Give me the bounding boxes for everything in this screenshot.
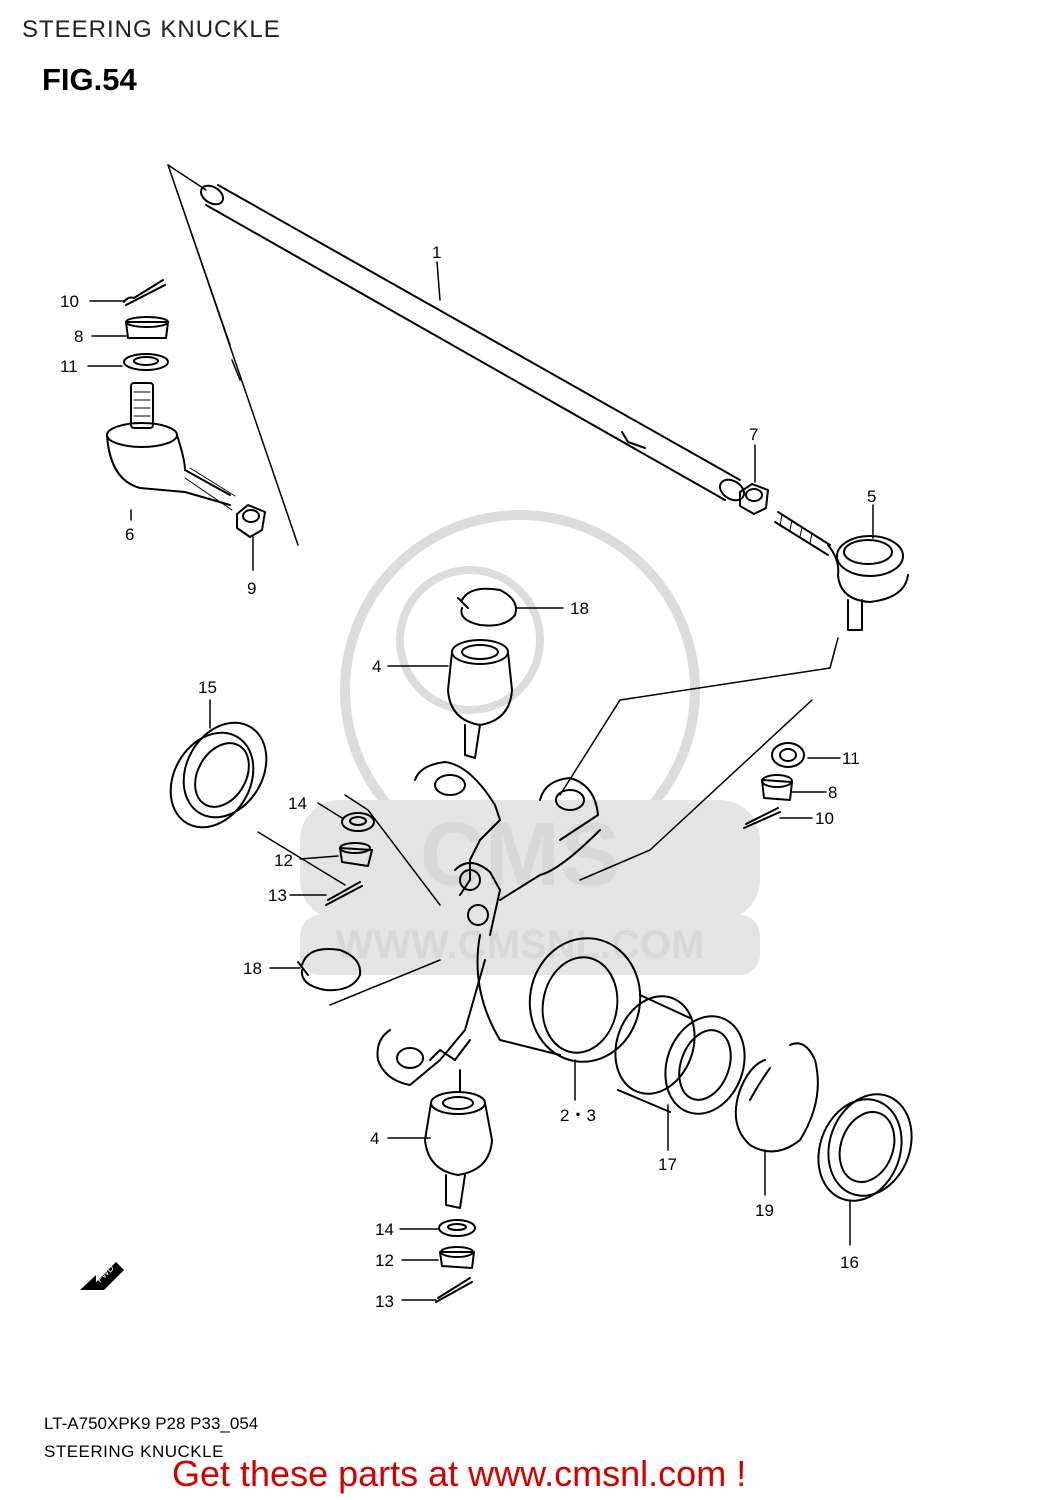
wheel-bearing-17 [614, 994, 746, 1115]
part-label: 10 [60, 292, 79, 311]
lock-nut-7 [739, 483, 769, 515]
washer-left [123, 353, 169, 371]
snap-ring-lower [297, 948, 362, 992]
watermark-logo: CMS WWW.CMSNL.COM [300, 510, 760, 975]
castle-nut-12-upper [339, 842, 373, 867]
part-label: 13 [375, 1292, 394, 1311]
part-label: 2・3 [560, 1106, 596, 1125]
cotter-pin-13-upper [325, 881, 363, 906]
tie-rod-end-right [774, 511, 909, 631]
castle-nut-8-right [761, 774, 793, 801]
part-label: 17 [658, 1155, 677, 1174]
part-label: 8 [828, 783, 837, 802]
castle-nut-12-lower [439, 1246, 475, 1269]
cotter-pin-10-right [743, 807, 781, 829]
part-label: 11 [60, 357, 78, 376]
cotter-pin-13-lower [435, 1277, 473, 1303]
circlip-19 [734, 1042, 819, 1153]
part-label: 18 [243, 959, 262, 978]
washer-14-upper [341, 812, 375, 832]
leader-lines [87, 261, 874, 1301]
model-code: LT-A750XPK9 P28 P33_054 [44, 1414, 259, 1433]
lock-nut-9 [236, 504, 266, 538]
part-label: 4 [370, 1129, 379, 1148]
cta-link[interactable]: Get these parts at www.cmsnl.com ! [172, 1453, 747, 1494]
forward-direction-arrow: FWD [80, 1262, 124, 1290]
part-label: 10 [815, 809, 834, 828]
part-label: 6 [125, 525, 134, 544]
part-label: 14 [288, 794, 307, 813]
castle-nut-left [125, 316, 169, 339]
part-label: 4 [372, 657, 381, 676]
watermark-url: WWW.CMSNL.COM [336, 923, 705, 967]
part-label: 9 [247, 579, 256, 598]
ball-joint-upper [447, 639, 513, 759]
oil-seal-15 [169, 721, 268, 829]
ball-joint-lower [424, 1069, 493, 1209]
part-labels: 1 10 8 11 6 9 7 5 18 4 15 11 8 10 14 12 … [60, 243, 876, 1311]
part-label: 19 [755, 1201, 774, 1220]
part-label: 7 [749, 425, 758, 444]
part-label: 13 [268, 886, 287, 905]
part-label: 18 [570, 599, 589, 618]
leader-bracket-left [167, 164, 299, 546]
cotter-pin-left [123, 279, 166, 306]
washer-14-lower [438, 1219, 476, 1237]
part-label: 12 [375, 1251, 394, 1270]
snap-ring-upper [457, 587, 517, 627]
part-label: 14 [375, 1220, 394, 1239]
part-label: 11 [842, 749, 860, 768]
part-label: 12 [274, 851, 293, 870]
part-label: 5 [867, 487, 876, 506]
diagram-subtitle: STEERING KNUCKLE [44, 1442, 224, 1461]
washer-11-right [771, 742, 805, 768]
figure-number: FIG.54 [42, 62, 137, 97]
steering-knuckle [376, 761, 642, 1086]
tie-rod-end-left [106, 382, 236, 511]
tie-rod [199, 184, 746, 502]
part-label: 15 [198, 678, 217, 697]
part-label: 1 [432, 243, 441, 262]
part-label: 16 [840, 1253, 859, 1272]
oil-seal-16 [817, 1093, 913, 1202]
page-title: STEERING KNUCKLE [22, 16, 281, 43]
part-label: 8 [74, 327, 83, 346]
